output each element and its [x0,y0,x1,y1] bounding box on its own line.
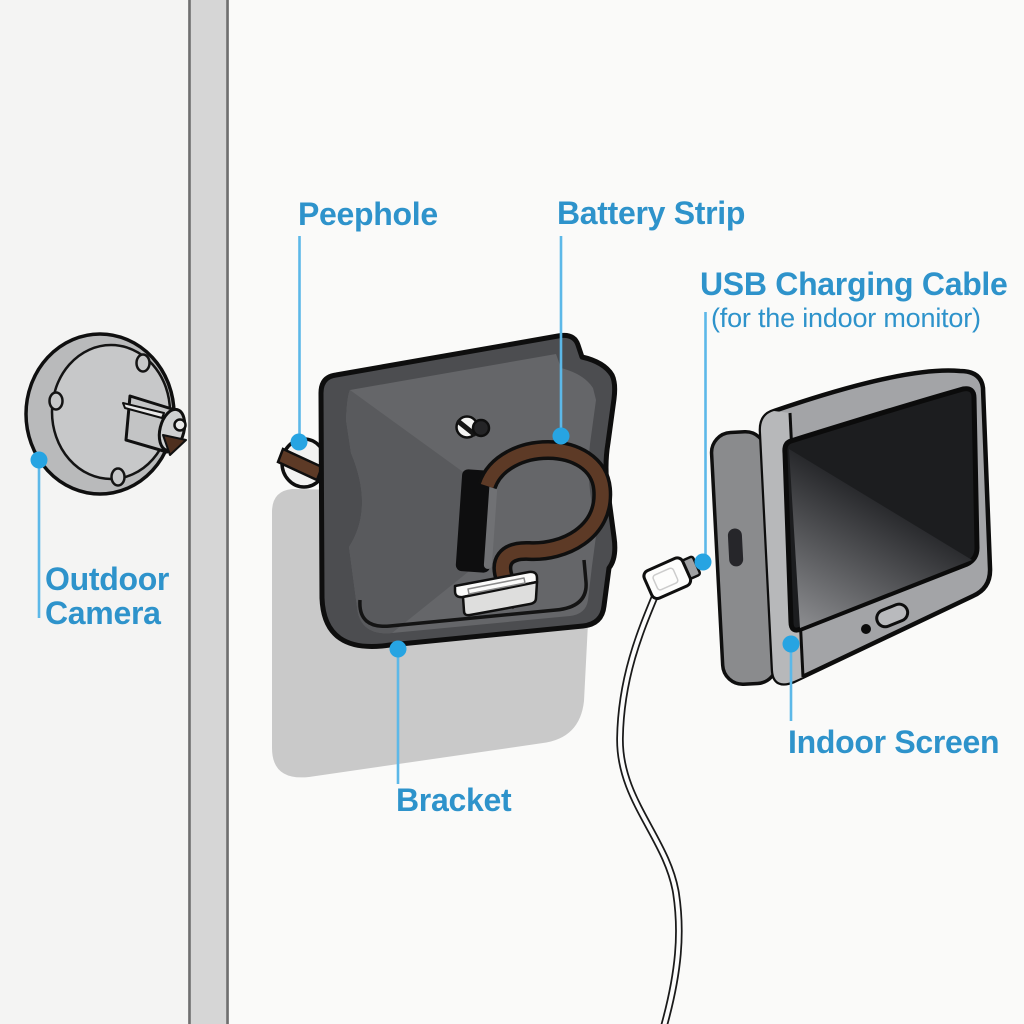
screw-hole [110,467,126,487]
camera-lens [173,418,187,432]
label-battery-strip: Battery Strip [557,195,746,231]
usb-cable-leader-dot [694,553,712,571]
usb-plug-body [642,556,693,601]
mounting-bracket [318,332,618,649]
label-outdoor-camera-line1: Outdoor [45,561,170,597]
keyhole-screw [455,415,491,439]
cable-core [617,595,681,1024]
leader-lines [30,236,800,784]
battery-strip-leader-dot [552,427,570,445]
mount-port [727,528,744,567]
indoor-screen-leader-dot [782,635,800,653]
label-peephole: Peephole [298,196,438,232]
camera-barrel-slot [122,402,165,419]
outdoor-camera-illustration [24,332,187,496]
dock-connector [453,570,539,617]
outdoor-camera-leader-dot [30,451,48,469]
home-button [875,602,910,629]
peephole-tube [276,437,328,489]
bracket-leader-dot [389,640,407,658]
label-indoor-screen: Indoor Screen [788,724,1000,760]
background-left [0,0,188,1024]
mic-dot [861,624,871,634]
peephole-leader-dot [290,433,308,451]
screw-hole [135,353,151,373]
bracket-center-slot [455,469,498,573]
bracket-tray-edge [358,559,588,628]
label-usb-charging-cable-title: USB Charging Cable [700,266,1008,302]
screen-reflection [789,449,972,628]
label-usb-charging-cable: USB Charging Cable (for the indoor monit… [700,267,1008,336]
door-edge [188,0,229,1024]
screw-hole [48,391,64,411]
bracket-face-shading [346,390,473,634]
indoor-monitor [758,368,993,686]
label-outdoor-camera-line2: Camera [45,595,161,631]
label-usb-charging-cable-note: (for the indoor monitor) [711,303,981,333]
peephole-ribbon-bar [276,447,324,482]
label-bracket: Bracket [396,782,512,818]
label-outdoor-camera: Outdoor Camera [45,562,169,630]
ribbon-tip [162,434,187,456]
